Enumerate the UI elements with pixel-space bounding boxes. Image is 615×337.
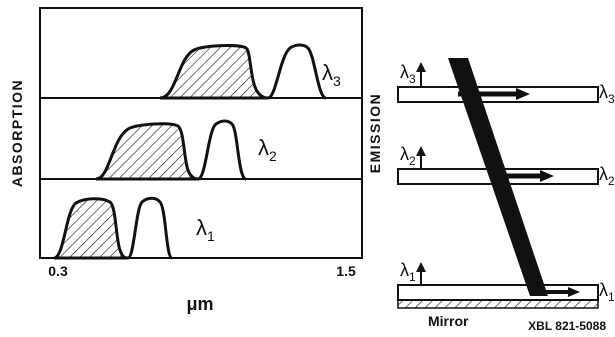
waveguide-arrow-3 [458,88,530,100]
x-tick-max: 1.5 [336,263,356,279]
absorption-curve-3 [159,44,269,100]
band-label-1: λ1 [196,215,215,244]
absorption-curve-1 [53,197,129,260]
layer-left-label-1: λ1 [400,260,416,284]
layer-slab-1 [397,284,599,301]
band-label-2: λ2 [258,135,277,164]
waveguide-arrow-2 [500,170,554,182]
x-unit-label: μm [186,294,213,314]
up-arrow-3 [416,62,426,86]
mirror-surface [397,299,599,309]
absorption-curve-2 [95,122,199,181]
up-arrow-2 [416,146,426,168]
layer-left-label-3: λ3 [400,62,416,86]
waveguide-arrow-1 [530,287,580,297]
right-axis-label: EMISSION [367,93,383,173]
stacked-collector-diagram: Mirror [397,58,615,329]
layer-left-label-2: λ2 [400,144,416,168]
up-arrow-1 [416,262,426,284]
y-axis-label: ABSORPTION [9,79,25,187]
emission-curve-2 [197,119,247,181]
mirror-label: Mirror [428,313,469,329]
absorption-emission-panel: λ3 λ2 λ1 ABSORPTION EMISSION 0.3 1.5 μm [9,7,383,314]
x-tick-min: 0.3 [48,263,68,279]
incident-light-beam [448,58,548,296]
emission-curve-1 [126,196,174,260]
band-label-3: λ3 [322,60,341,89]
layer-right-label-2: λ2 [599,164,615,188]
layer-right-label-1: λ1 [599,280,615,304]
figure-id: XBL 821-5088 [528,319,606,333]
panel-frame [39,7,363,259]
layer-right-label-3: λ3 [599,82,615,106]
emission-curve-3 [267,43,327,100]
